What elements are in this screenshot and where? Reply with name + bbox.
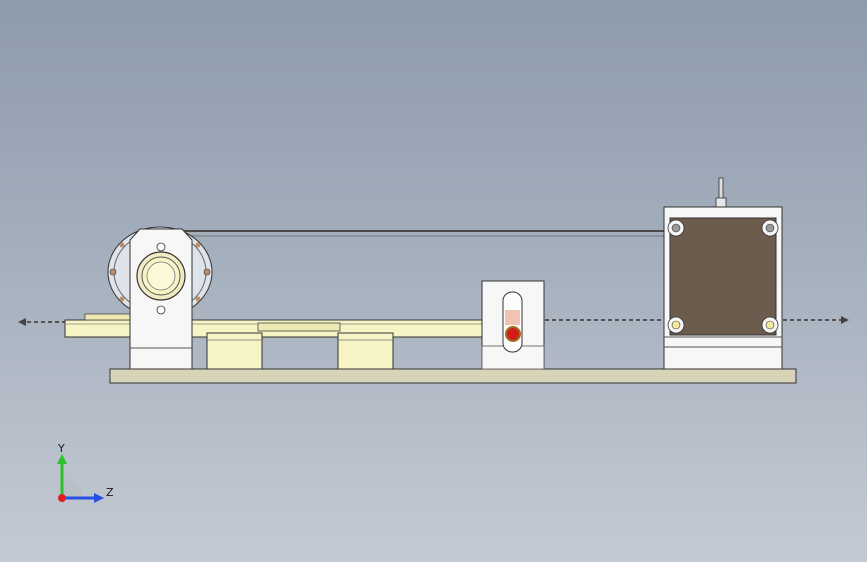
y-axis-arrow-icon — [57, 454, 67, 464]
x-axis-dot-icon — [58, 494, 66, 502]
rail-frame[interactable] — [64, 313, 486, 338]
support-block-right[interactable] — [337, 332, 394, 370]
bearing-housing[interactable] — [129, 228, 193, 370]
support-block-left[interactable] — [206, 332, 263, 370]
sensor-bracket[interactable] — [481, 280, 545, 370]
chain-left — [18, 318, 70, 326]
red-indicator — [505, 326, 521, 342]
axis-triad: Y Z — [57, 442, 114, 503]
drive-belt[interactable] — [160, 230, 720, 237]
motor[interactable] — [663, 177, 783, 370]
z-axis-arrow-icon — [94, 493, 104, 503]
base-plate[interactable] — [109, 368, 797, 384]
y-axis-label: Y — [57, 442, 65, 455]
z-axis-label: Z — [106, 486, 114, 499]
